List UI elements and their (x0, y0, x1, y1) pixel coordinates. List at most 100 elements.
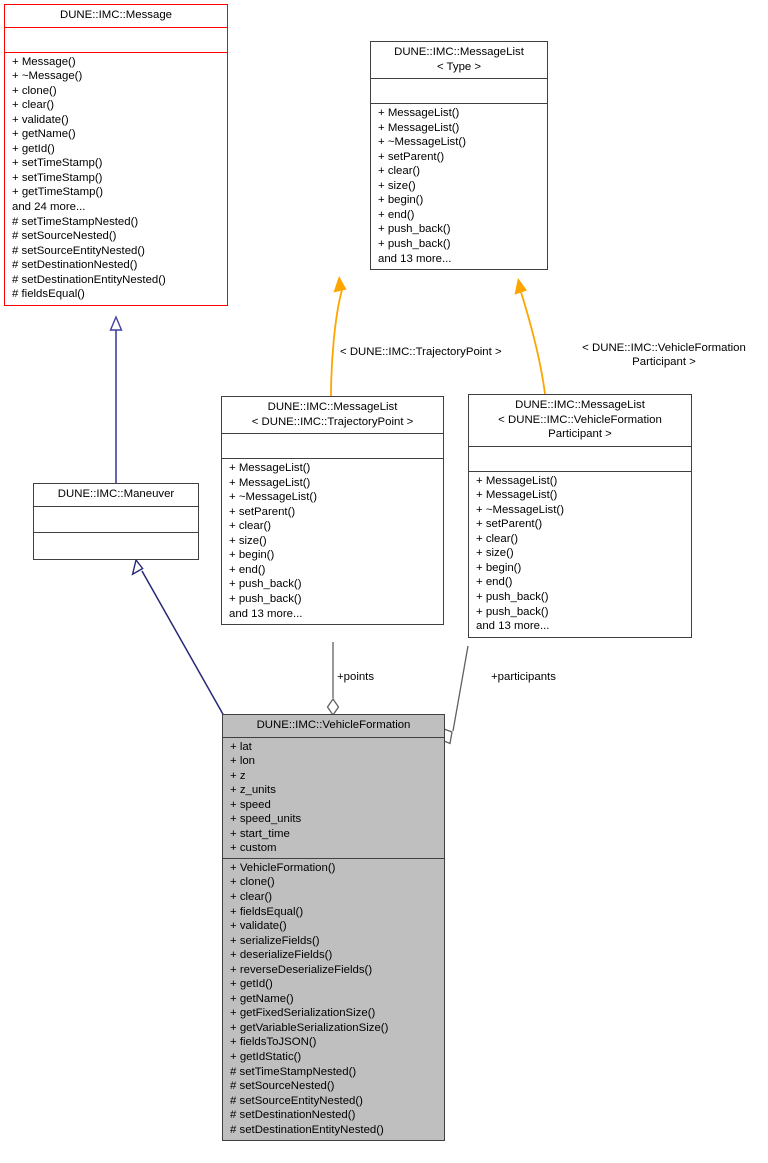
class-member: + getFixedSerializationSize() (230, 1007, 376, 1020)
edge-label-participant-binding: < DUNE::IMC::VehicleFormation Participan… (582, 342, 746, 369)
class-attributes-messagelist-trajectorypoint (222, 434, 443, 460)
class-member: + push_back() (476, 605, 549, 618)
class-member: + deserializeFields() (230, 949, 333, 962)
class-attributes-vehicleformation: + lat + lon + z + z_units + speed + spee… (223, 738, 444, 859)
class-member: + MessageList() (476, 489, 558, 502)
class-member: + reverseDeserializeFields() (230, 963, 373, 976)
class-node-messagelist-trajectorypoint[interactable]: DUNE::IMC::MessageList < DUNE::IMC::Traj… (221, 396, 444, 626)
class-member: + clone() (12, 84, 57, 97)
class-member: + speed (230, 798, 271, 811)
class-member: + clear() (378, 165, 421, 178)
class-attributes-messagelist-participant (469, 447, 691, 472)
class-member: + clear() (476, 532, 519, 545)
class-member: + getId() (12, 142, 55, 155)
class-member: + getVariableSerializationSize() (230, 1021, 389, 1034)
class-member: # setDestinationEntityNested() (12, 273, 166, 286)
edge-label-participants-role: +participants (491, 671, 556, 683)
class-member: + size() (378, 179, 416, 192)
class-member: # fieldsEqual() (12, 288, 85, 301)
class-member: + serializeFields() (230, 934, 320, 947)
class-member: + fieldsEqual() (230, 905, 304, 918)
class-member: + setParent() (476, 518, 543, 531)
class-member: + lat (230, 740, 252, 753)
class-member-more: and 13 more... (378, 252, 452, 265)
class-member: + setTimeStamp() (12, 171, 103, 184)
class-title-maneuver: DUNE::IMC::Maneuver (34, 484, 198, 507)
class-title-messagelist-participant: DUNE::IMC::MessageList < DUNE::IMC::Vehi… (469, 395, 691, 447)
class-member: + push_back() (378, 238, 451, 251)
edge-trajectorypoint-binds-messagelist (330, 276, 347, 397)
class-member: # setSourceNested() (230, 1080, 335, 1093)
class-member: + MessageList() (229, 476, 311, 489)
class-member: + ~MessageList() (476, 503, 564, 516)
class-title-message: DUNE::IMC::Message (5, 5, 227, 28)
class-title-messagelist-trajectorypoint: DUNE::IMC::MessageList < DUNE::IMC::Traj… (222, 397, 443, 435)
class-member: + size() (476, 547, 514, 560)
class-member: + begin() (229, 549, 275, 562)
class-member: + setParent() (378, 150, 445, 163)
class-member-more: and 13 more... (476, 620, 550, 633)
class-member: + MessageList() (476, 474, 558, 487)
class-member: + push_back() (378, 223, 451, 236)
class-node-message[interactable]: DUNE::IMC::Message + Message() + ~Messag… (4, 4, 228, 306)
class-member-more: and 24 more... (12, 201, 86, 214)
class-node-vehicleformation[interactable]: DUNE::IMC::VehicleFormation + lat + lon … (222, 714, 445, 1142)
class-member: + getName() (230, 992, 294, 1005)
class-member: # setTimeStampNested() (230, 1065, 357, 1078)
class-member: + validate() (12, 113, 69, 126)
class-attributes-messagelist-type (371, 79, 547, 105)
edge-participant-binds-messagelist (514, 278, 546, 395)
class-member: + VehicleFormation() (230, 861, 336, 874)
class-member: + ~Message() (12, 70, 83, 83)
class-member: # setSourceEntityNested() (230, 1094, 363, 1107)
class-member: + MessageList() (378, 121, 460, 134)
class-operations-messagelist-participant: + MessageList() + MessageList() + ~Messa… (469, 472, 691, 637)
class-operations-messagelist-trajectorypoint: + MessageList() + MessageList() + ~Messa… (222, 459, 443, 624)
class-member: + z (230, 769, 246, 782)
class-attributes-message (5, 28, 227, 53)
class-title-vehicleformation: DUNE::IMC::VehicleFormation (223, 715, 444, 738)
edge-vehicleformation-inherits-maneuver (131, 558, 225, 717)
edge-label-points-role: +points (337, 671, 375, 683)
class-member: # setDestinationNested() (12, 259, 138, 272)
class-attributes-maneuver (34, 507, 198, 533)
class-member: + clone() (230, 876, 275, 889)
class-member: + clear() (12, 99, 55, 112)
class-operations-vehicleformation: + VehicleFormation() + clone() + clear()… (223, 859, 444, 1140)
class-member: # setDestinationNested() (230, 1109, 356, 1122)
class-operations-messagelist-type: + MessageList() + MessageList() + ~Messa… (371, 104, 547, 269)
edge-maneuver-inherits-message (109, 315, 123, 483)
edge-label-trajectorypoint-binding: < DUNE::IMC::TrajectoryPoint > (340, 346, 502, 358)
class-member: # setTimeStampNested() (12, 215, 139, 228)
class-node-maneuver[interactable]: DUNE::IMC::Maneuver (33, 483, 199, 560)
class-member: + MessageList() (378, 107, 460, 120)
class-member: + push_back() (229, 578, 302, 591)
class-member: + z_units (230, 784, 276, 797)
class-member: + setTimeStamp() (12, 157, 103, 170)
class-member: + start_time (230, 827, 290, 840)
class-member: + begin() (378, 194, 424, 207)
class-member: + end() (229, 563, 266, 576)
class-member: + getIdStatic() (230, 1051, 302, 1064)
class-member: + push_back() (476, 591, 549, 604)
class-member: + end() (378, 208, 415, 221)
class-title-messagelist-type: DUNE::IMC::MessageList < Type > (371, 42, 547, 80)
class-member: + size() (229, 534, 267, 547)
class-member: + Message() (12, 55, 76, 68)
class-member: + custom (230, 842, 277, 855)
class-node-messagelist-type[interactable]: DUNE::IMC::MessageList < Type > + Messag… (370, 41, 548, 271)
class-member: + setParent() (229, 505, 296, 518)
class-member: + fieldsToJSON() (230, 1036, 317, 1049)
class-member: + getName() (12, 128, 76, 141)
class-member: # setSourceEntityNested() (12, 244, 145, 257)
class-member-more: and 13 more... (229, 607, 303, 620)
class-operations-message: + Message() + ~Message() + clone() + cle… (5, 53, 227, 305)
class-member: + clear() (229, 520, 272, 533)
class-operations-maneuver (34, 533, 198, 559)
class-node-messagelist-participant[interactable]: DUNE::IMC::MessageList < DUNE::IMC::Vehi… (468, 394, 692, 638)
class-member: + clear() (230, 891, 273, 904)
class-member: # setDestinationEntityNested() (230, 1123, 384, 1136)
edge-vehicleformation-participants-aggregation (440, 645, 469, 745)
class-member: + ~MessageList() (229, 491, 317, 504)
